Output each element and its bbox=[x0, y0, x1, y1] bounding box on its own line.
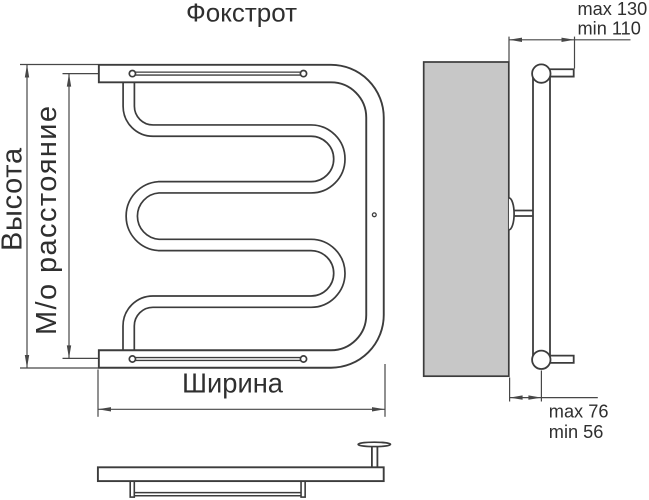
svg-text:Высота: Высота bbox=[0, 147, 28, 251]
svg-text:М/о расстояние: М/о расстояние bbox=[31, 105, 63, 335]
svg-text:Фокстрот: Фокстрот bbox=[186, 0, 297, 28]
svg-text:Ширина: Ширина bbox=[182, 367, 284, 398]
svg-text:min 110: min 110 bbox=[578, 19, 641, 39]
svg-text:max 130: max 130 bbox=[578, 0, 648, 19]
svg-text:min 56: min 56 bbox=[549, 422, 604, 442]
svg-text:max 76: max 76 bbox=[549, 402, 609, 422]
